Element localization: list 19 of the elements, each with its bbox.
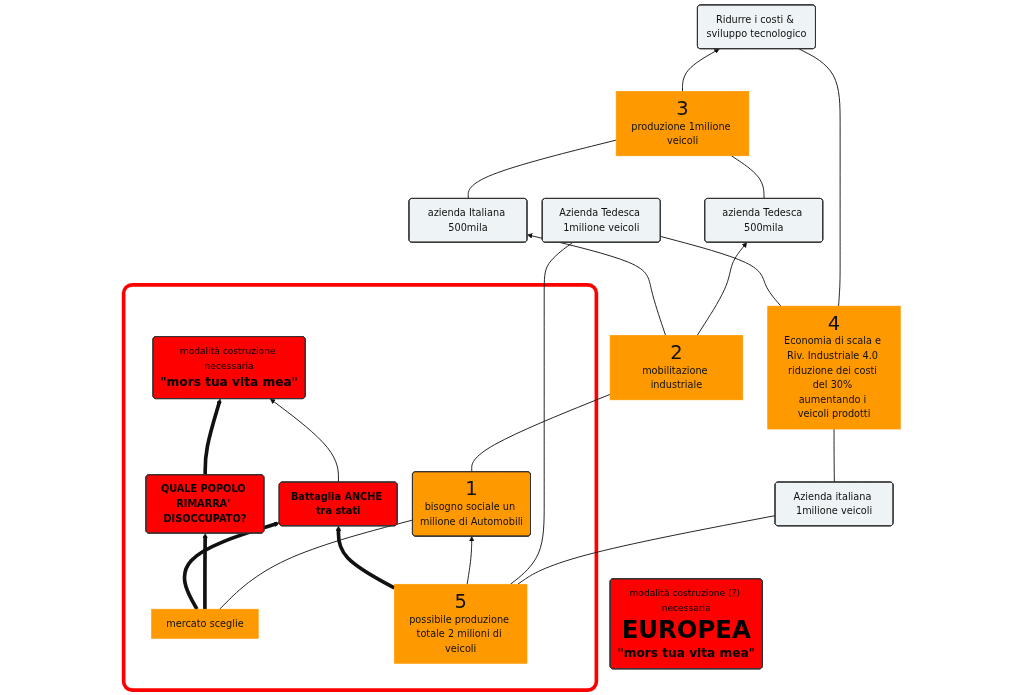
connector (798, 48, 841, 307)
connector (517, 515, 776, 585)
node-box: mercato sceglie (151, 608, 259, 639)
connector (471, 393, 611, 473)
connector (660, 235, 782, 307)
cluster (121, 283, 599, 692)
connector (467, 139, 617, 200)
arrow (182, 521, 280, 611)
connector (510, 242, 574, 585)
arrow (202, 533, 208, 610)
node-box: 5 possibile produzione totale 2 milioni di veicoli (394, 583, 528, 664)
connector (219, 519, 414, 610)
connector (833, 428, 835, 483)
arrow (203, 398, 222, 476)
node-box: 3 produzione 1milione veicoli (615, 91, 750, 157)
arrow (335, 525, 396, 590)
connector (730, 155, 765, 200)
node-box: 2 mobilitazione industriale (609, 335, 744, 401)
node-box: 4 Economia di scala e Riv. Industriale 4.0 riduzione dei costi del 30% aumentando i veicoli prodotti (767, 305, 901, 430)
